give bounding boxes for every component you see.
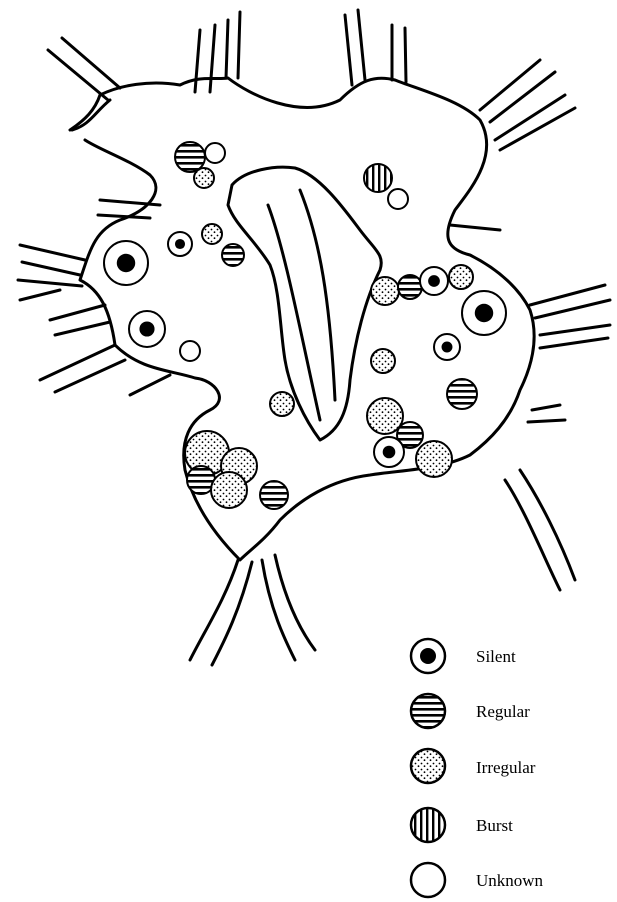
irregular-neuron-marker — [449, 265, 473, 289]
irregular-neuron-marker — [202, 224, 222, 244]
legend-label-silent: Silent — [476, 647, 516, 666]
legend-label-unknown: Unknown — [476, 871, 544, 890]
legend-item-silent: Silent — [411, 639, 516, 673]
stippled-dots-icon — [411, 749, 445, 783]
irregular-neuron-marker — [194, 168, 214, 188]
irregular-neuron-marker — [416, 441, 452, 477]
legend-item-regular: Regular — [411, 694, 530, 728]
tissue-outline — [18, 10, 610, 665]
legend-item-burst: Burst — [411, 808, 513, 842]
regular-neuron-marker — [260, 481, 288, 509]
legend-item-irregular: Irregular — [411, 749, 536, 783]
silent-neuron-core — [117, 254, 135, 272]
unknown-neuron-marker — [205, 143, 225, 163]
irregular-neuron-marker — [211, 472, 247, 508]
horizontal-stripes-icon — [411, 694, 445, 728]
unknown-neuron-marker — [388, 189, 408, 209]
legend-item-unknown: Unknown — [411, 863, 544, 897]
open-circle-icon — [411, 863, 445, 897]
regular-neuron-marker — [175, 142, 205, 172]
burst-neuron-marker — [364, 164, 392, 192]
silent-neuron-core — [428, 275, 440, 287]
silent-neuron-core — [475, 304, 493, 322]
regular-neuron-marker — [447, 379, 477, 409]
legend-label-regular: Regular — [476, 702, 530, 721]
regular-neuron-marker — [222, 244, 244, 266]
vertical-stripes-icon — [411, 808, 445, 842]
silent-neuron-core — [175, 239, 185, 249]
legend-label-burst: Burst — [476, 816, 513, 835]
unknown-neuron-marker — [180, 341, 200, 361]
irregular-neuron-marker — [270, 392, 294, 416]
silent-neuron-core — [383, 446, 396, 459]
neuron-markers — [104, 142, 506, 509]
regular-neuron-marker — [398, 275, 422, 299]
irregular-neuron-marker — [371, 277, 399, 305]
irregular-neuron-marker — [371, 349, 395, 373]
silent-neuron-core — [139, 321, 154, 336]
legend: Silent Regular Irregular Burst Unknown — [411, 639, 544, 897]
silent-neuron-core — [442, 342, 453, 353]
legend-label-irregular: Irregular — [476, 758, 536, 777]
